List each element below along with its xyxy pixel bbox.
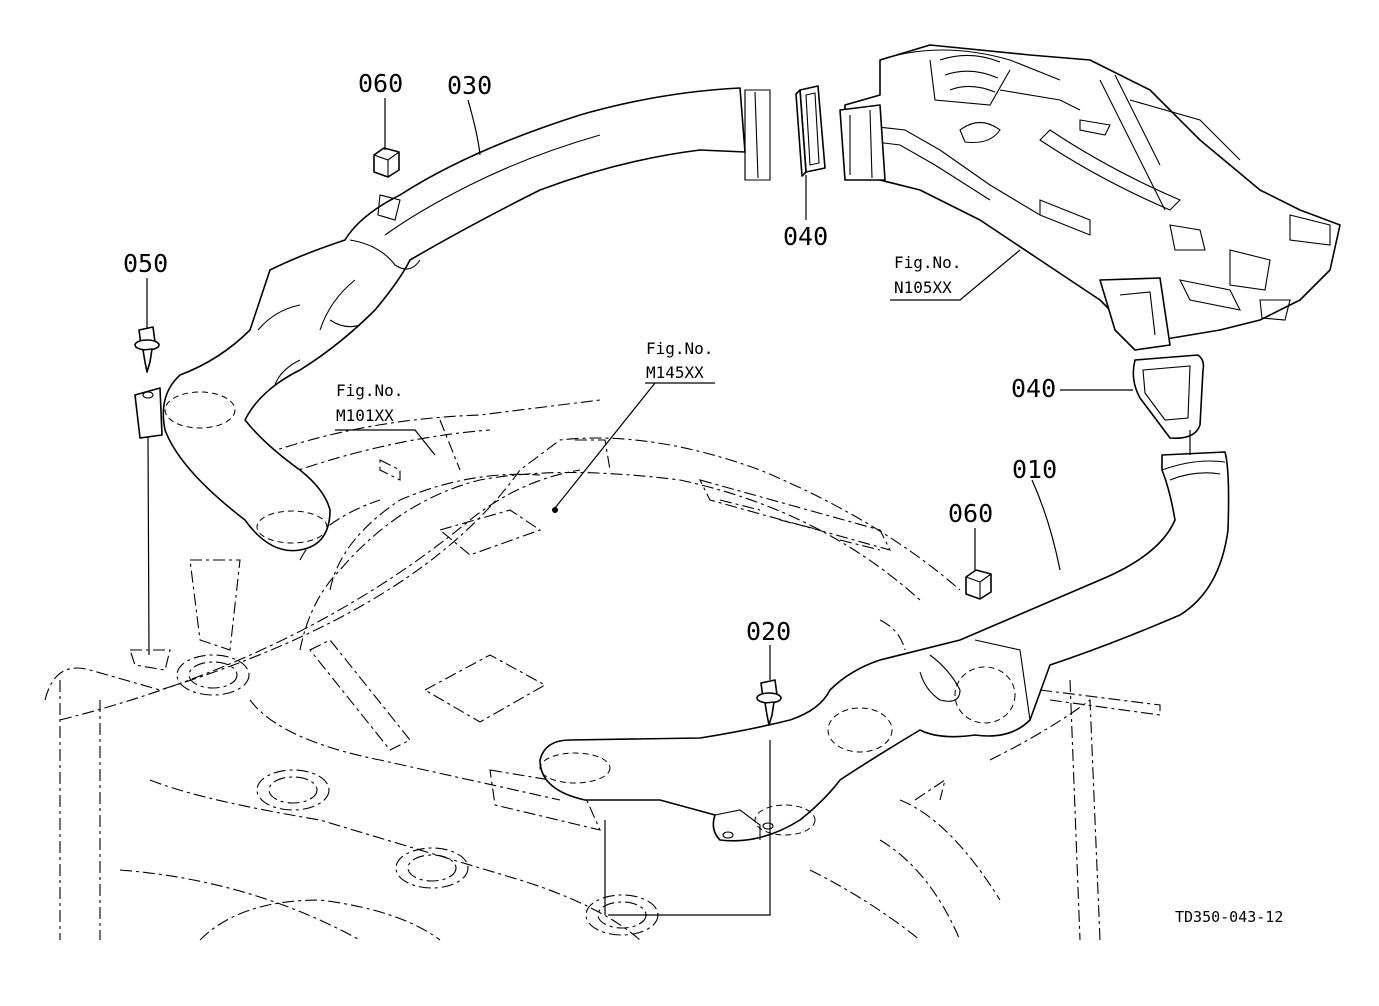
marker-060-top	[373, 147, 400, 178]
cab-roof-frame	[44, 399, 1161, 941]
figref-m145-line2: M145XX	[646, 363, 704, 382]
duct-010	[539, 451, 1230, 842]
screw-020	[756, 679, 782, 726]
label-030: 030	[447, 71, 492, 100]
figref-n105-line2: N105XX	[894, 278, 952, 297]
bracket-left	[134, 387, 163, 439]
leader-lines	[146, 98, 1191, 916]
duct-030	[162, 87, 771, 552]
marker-060-right	[965, 569, 992, 600]
label-060-top: 060	[358, 69, 403, 98]
label-040-right: 040	[1011, 374, 1056, 403]
hvac-unit	[839, 44, 1341, 351]
seal-040-right	[1132, 354, 1205, 440]
label-040-top: 040	[783, 222, 828, 251]
label-050: 050	[123, 249, 168, 278]
drawing-code: TD350-043-12	[1175, 908, 1283, 926]
figref-m101-line2: M101XX	[336, 406, 394, 425]
seal-040-top	[795, 85, 826, 177]
figref-n105-line1: Fig.No.	[894, 253, 961, 272]
figref-m101-line1: Fig.No.	[336, 381, 403, 400]
label-060-right: 060	[948, 499, 993, 528]
label-010: 010	[1012, 455, 1057, 484]
figref-m145-line1: Fig.No.	[646, 339, 713, 358]
labels: 060 030 040 050 040 010 060 020 Fig.No. …	[123, 69, 1283, 926]
screw-050	[134, 326, 160, 373]
label-020: 020	[746, 617, 791, 646]
